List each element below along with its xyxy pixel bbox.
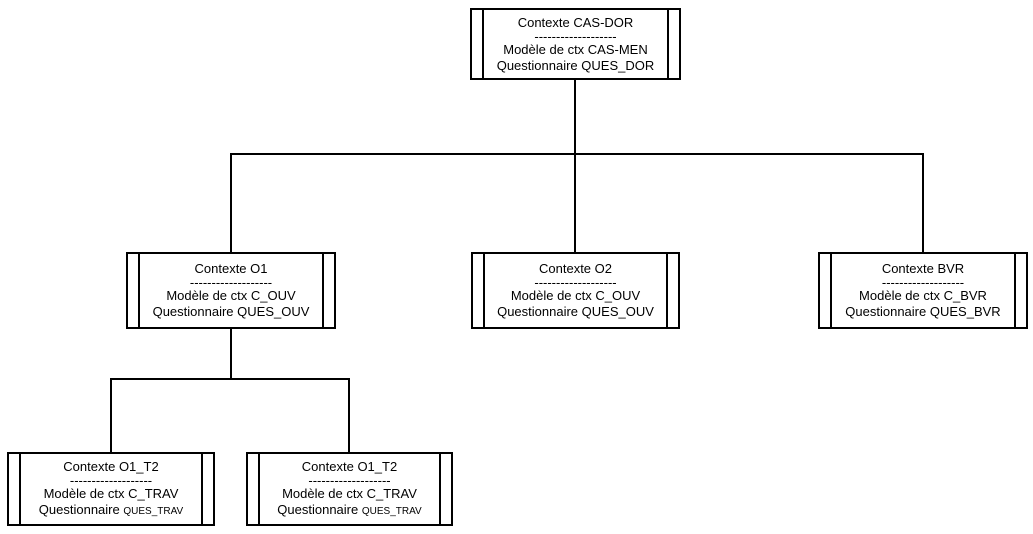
node-contexte-o1-t2-left: Contexte O1_T2 ------------------- Modèl…: [7, 452, 215, 526]
node-side-bar-right-icon: [322, 254, 324, 327]
node-separator: -------------------: [308, 474, 391, 486]
node-side-bar-left-icon: [19, 454, 21, 524]
node-model-line: Modèle de ctx C_TRAV: [43, 485, 179, 501]
node-side-bar-right-icon: [201, 454, 203, 524]
connector-drop-o1t2-left: [110, 378, 112, 452]
questionnaire-value: QUES_TRAV: [361, 505, 422, 517]
node-questionnaire-line: Questionnaire QUES_DOR: [497, 58, 655, 74]
node-questionnaire-line: Questionnaire QUES_TRAV: [277, 502, 421, 520]
node-questionnaire-line: Questionnaire QUES_OUV: [153, 304, 310, 320]
node-title: Contexte O1_T2: [301, 458, 398, 474]
questionnaire-label: Questionnaire: [497, 304, 579, 319]
node-title: Contexte O1_T2: [63, 458, 159, 474]
node-contexte-o1: Contexte O1 ------------------- Modèle d…: [126, 252, 336, 329]
questionnaire-label: Questionnaire: [496, 57, 578, 73]
connector-drop-o1t2-right: [348, 378, 350, 452]
node-model-line: Modèle de ctx C_BVR: [859, 288, 987, 303]
node-model-line: Modèle de ctx C_TRAV: [282, 485, 417, 501]
node-side-bar-left-icon: [482, 10, 484, 78]
connector-casdor-down: [574, 80, 576, 155]
questionnaire-value: QUES_BVR: [929, 304, 1001, 319]
connector-drop-o1: [230, 153, 232, 252]
node-separator: -------------------: [881, 277, 965, 288]
questionnaire-label: Questionnaire: [38, 501, 120, 517]
connector-main-horizontal: [230, 153, 924, 155]
node-contexte-bvr: Contexte BVR ------------------- Modèle …: [818, 252, 1028, 329]
node-side-bar-right-icon: [1014, 254, 1016, 327]
connector-drop-bvr: [922, 153, 924, 252]
questionnaire-value: QUES_DOR: [581, 57, 655, 73]
node-side-bar-right-icon: [439, 454, 441, 524]
node-side-bar-right-icon: [667, 10, 669, 78]
node-questionnaire-line: Questionnaire QUES_OUV: [497, 304, 654, 320]
node-separator: -------------------: [534, 30, 617, 42]
node-contexte-cas-dor: Contexte CAS-DOR ------------------- Mod…: [470, 8, 681, 80]
connector-drop-o2: [574, 153, 576, 252]
node-side-bar-left-icon: [138, 254, 140, 327]
connector-o1-down: [230, 329, 232, 380]
questionnaire-value: QUES_OUV: [581, 304, 654, 319]
questionnaire-label: Questionnaire: [277, 501, 359, 517]
node-contexte-o1-t2-right: Contexte O1_T2 ------------------- Modèl…: [246, 452, 453, 526]
node-separator: -------------------: [534, 277, 617, 288]
node-questionnaire-line: Questionnaire QUES_BVR: [845, 304, 1000, 320]
node-title: Contexte O1: [194, 261, 268, 276]
node-model-line: Modèle de ctx C_OUV: [166, 288, 296, 303]
questionnaire-value: QUES_TRAV: [123, 505, 184, 517]
node-title: Contexte CAS-DOR: [517, 14, 634, 30]
node-title: Contexte O2: [539, 261, 612, 276]
questionnaire-label: Questionnaire: [152, 304, 234, 319]
node-questionnaire-line: Questionnaire QUES_TRAV: [39, 502, 183, 520]
node-model-line: Modèle de ctx C_OUV: [510, 288, 641, 303]
node-separator: -------------------: [69, 474, 153, 486]
questionnaire-label: Questionnaire: [845, 304, 927, 319]
node-side-bar-left-icon: [483, 254, 485, 327]
node-contexte-o2: Contexte O2 ------------------- Modèle d…: [471, 252, 680, 329]
questionnaire-value: QUES_OUV: [237, 304, 310, 319]
node-title: Contexte BVR: [881, 261, 965, 276]
node-side-bar-left-icon: [830, 254, 832, 327]
connector-sub-horizontal: [110, 378, 350, 380]
node-side-bar-left-icon: [258, 454, 260, 524]
node-model-line: Modèle de ctx CAS-MEN: [503, 41, 648, 57]
node-side-bar-right-icon: [666, 254, 668, 327]
node-separator: -------------------: [189, 277, 273, 288]
